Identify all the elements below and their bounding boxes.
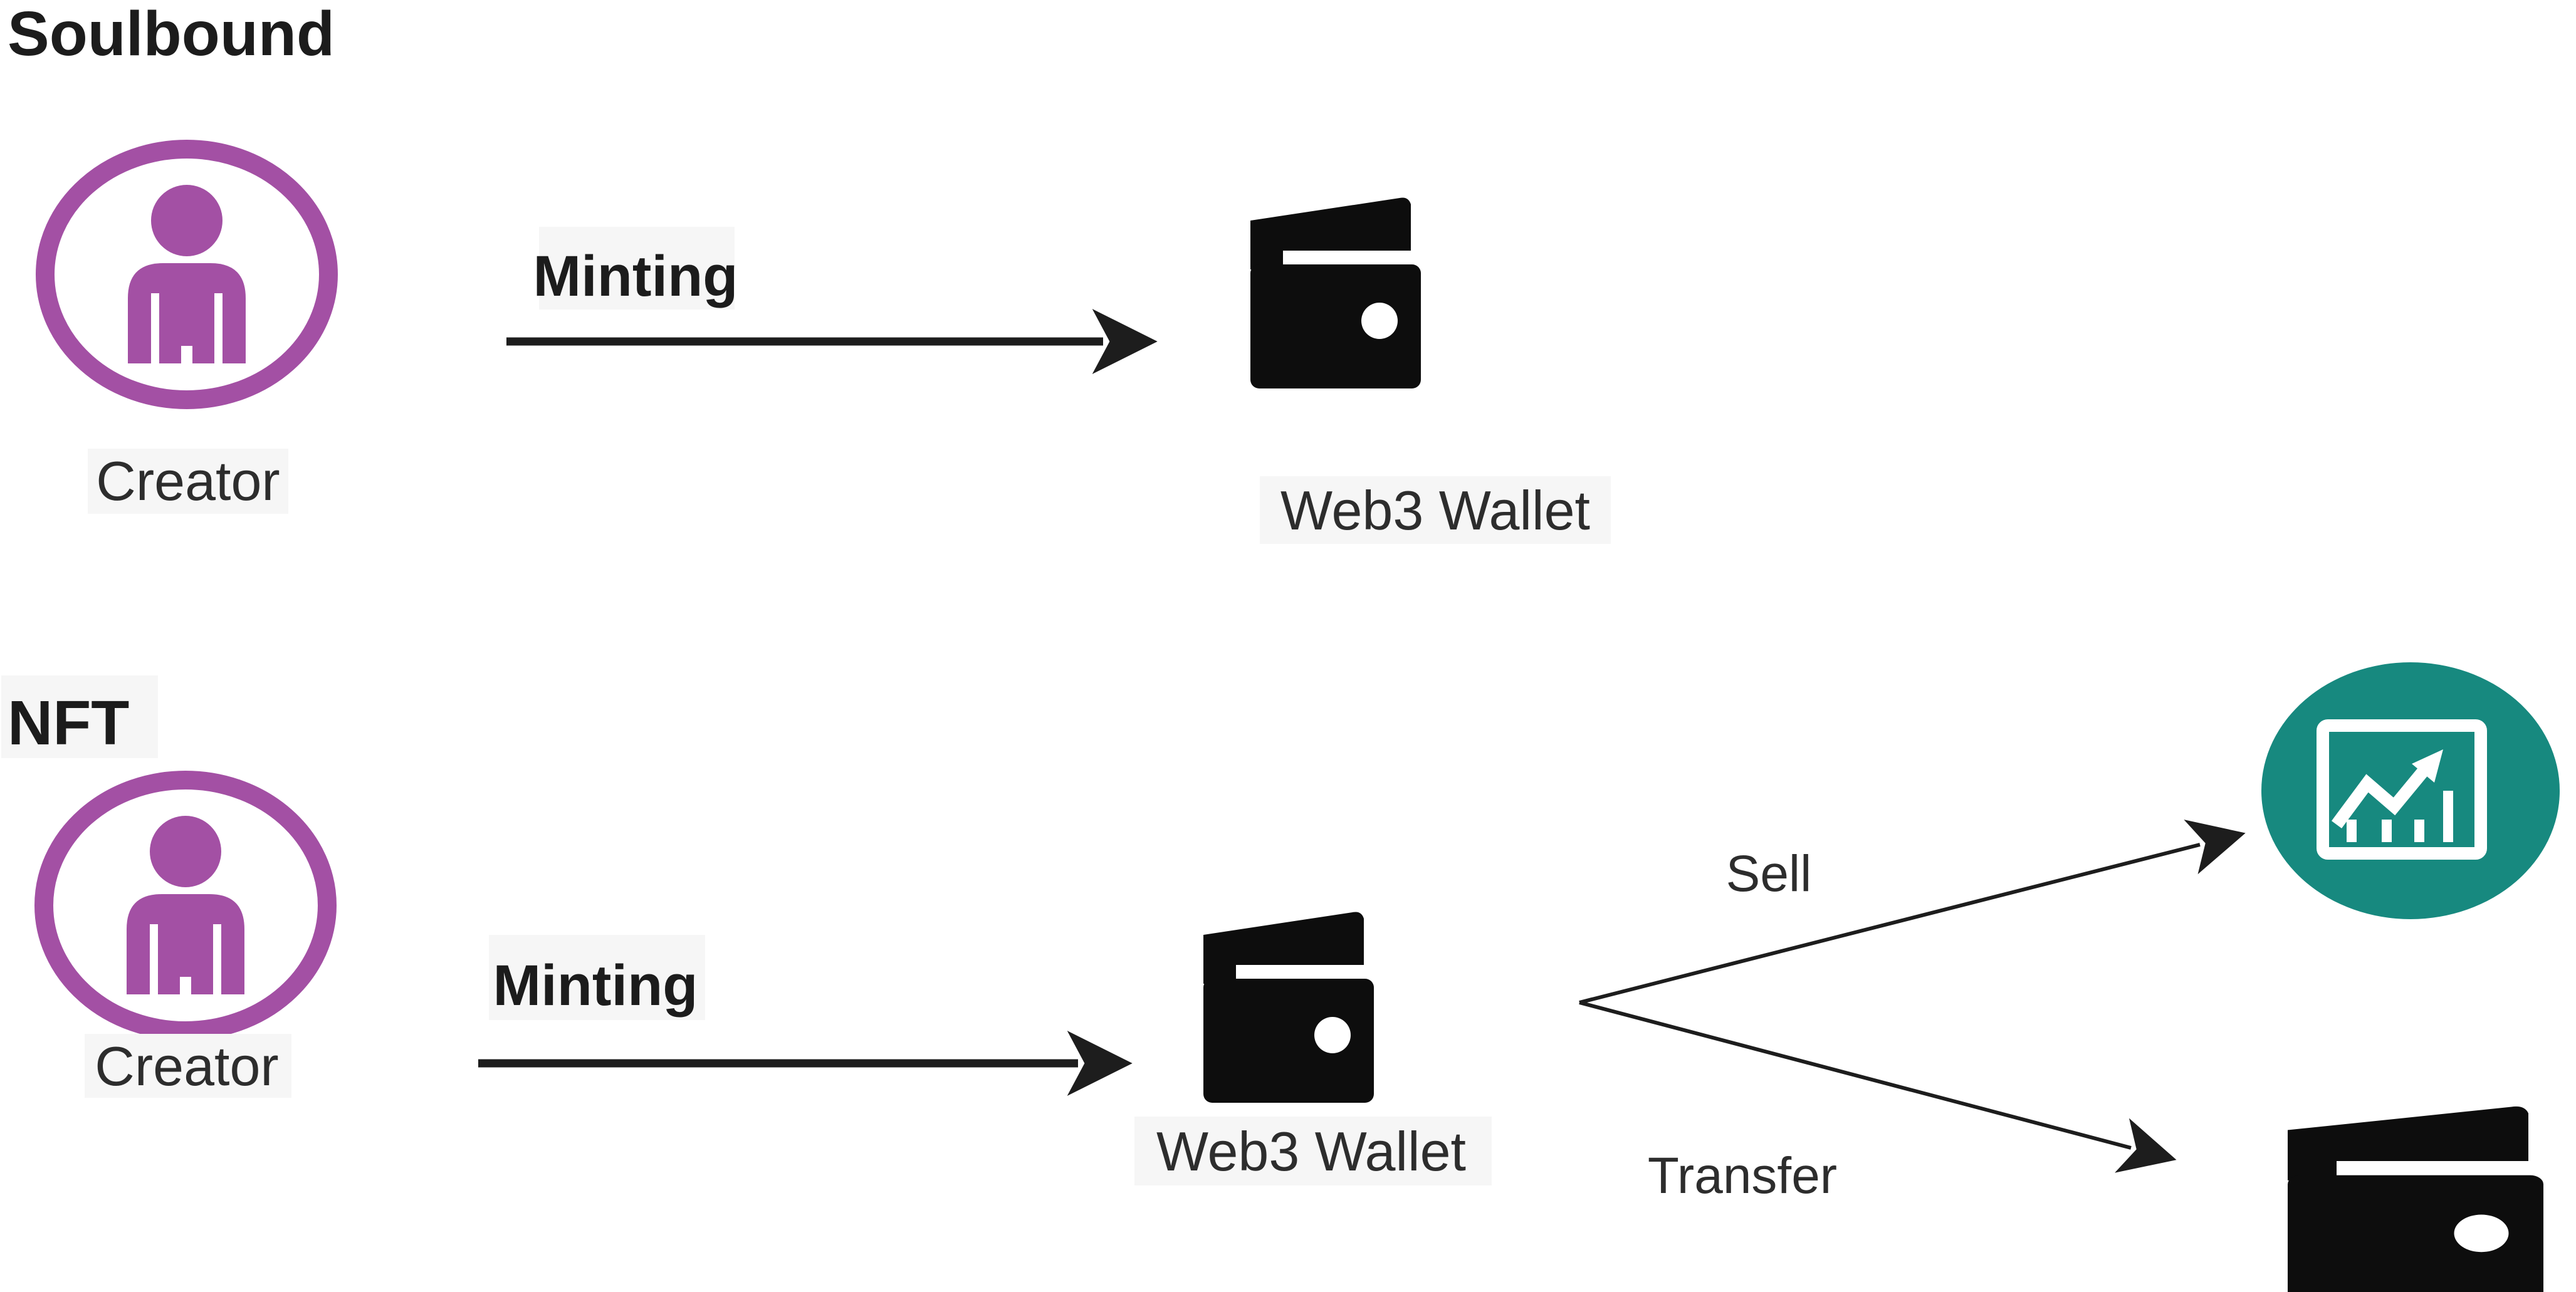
creator-label-bg <box>88 449 288 514</box>
nft-title: NFT <box>8 688 129 758</box>
sell-arrow-line <box>1579 820 2246 1004</box>
marketplace-node <box>2261 662 2560 919</box>
chart-arrowhead <box>2412 749 2443 783</box>
creator-label: Creator <box>95 1035 278 1097</box>
transfer-arrow: Transfer <box>1579 1001 2177 1204</box>
minting-arrow: Minting <box>506 227 1158 374</box>
wallet-label-bg <box>1134 1117 1492 1185</box>
marketplace-chart-icon <box>2317 719 2487 860</box>
wallet-node: Web3 Wallet <box>1250 197 1611 544</box>
wallet-node: Web3 Wallet <box>1134 912 1492 1185</box>
wallet-label-bg <box>1260 476 1611 544</box>
nft-section: NFT Creator Minting Web3 Wallet Sell Tra… <box>1 662 2560 1292</box>
creator-node: Creator <box>45 149 328 514</box>
minting-label: Minting <box>533 244 738 308</box>
minting-label: Minting <box>493 954 698 1018</box>
sell-arrow: Sell <box>1579 820 2246 1004</box>
transfer-arrow-line <box>1579 1001 2177 1173</box>
soulbound-title: Soulbound <box>8 0 335 69</box>
receiver-wallet-icon <box>2288 1106 2543 1292</box>
wallet-icon <box>1250 197 1421 388</box>
person-circle-icon <box>45 149 328 400</box>
minting-label-bg <box>489 935 705 1020</box>
creator-node: Creator <box>44 780 327 1098</box>
transfer-label: Transfer <box>1648 1147 1837 1204</box>
wallet-label: Web3 Wallet <box>1280 479 1590 541</box>
minting-arrow: Minting <box>478 935 1133 1096</box>
person-circle-icon <box>44 780 327 1031</box>
wallet-label: Web3 Wallet <box>1156 1120 1466 1182</box>
creator-label: Creator <box>96 450 280 512</box>
nft-title-bg <box>1 675 158 758</box>
creator-label-bg <box>85 1034 291 1098</box>
soulbound-section: Soulbound Creator Minting Web3 Wallet <box>8 0 1611 544</box>
wallet-icon <box>1203 912 1374 1103</box>
sell-label: Sell <box>1726 845 1812 902</box>
minting-label-bg <box>539 227 735 310</box>
